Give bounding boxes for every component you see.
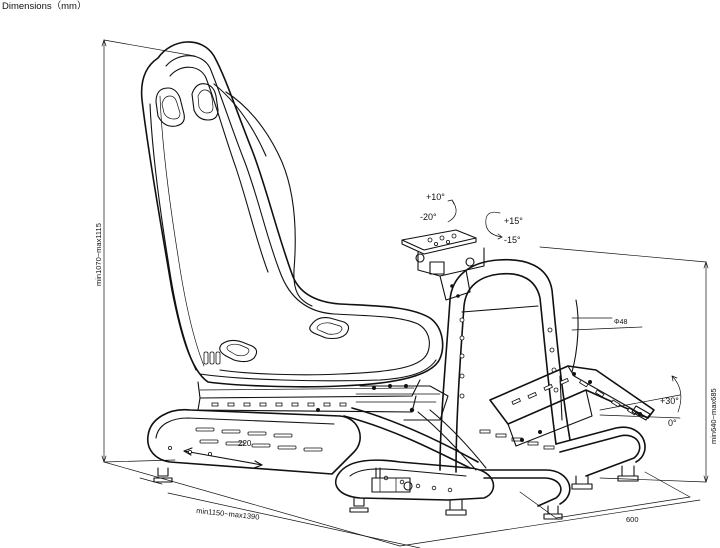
adjustable-feet (153, 465, 639, 520)
slide-label: 220 (238, 439, 252, 448)
length-label: min1150~max1390 (196, 506, 260, 522)
pedal-angle-zero-label: 0° (668, 418, 677, 428)
dimension-lines (101, 39, 709, 548)
rotation-negative-label: -15° (504, 235, 521, 245)
rotation-positive-label: +15° (504, 216, 523, 226)
bucket-seat (140, 41, 444, 399)
tilt-up-label: +10° (426, 192, 445, 202)
tube-diameter-label: Φ48 (614, 319, 627, 326)
pedal-plate (489, 299, 655, 447)
base-frame (146, 407, 646, 507)
width-label: 600 (626, 515, 639, 524)
wheel-stand (401, 229, 571, 473)
pedal-angle-up-label: +30° (660, 396, 679, 406)
tilt-down-label: -20° (420, 212, 437, 222)
height-label: min1070~max1115 (94, 223, 103, 286)
pedal-height-label: min640~max685 (709, 388, 718, 444)
page-title: Dimensions（mm） (2, 1, 87, 12)
